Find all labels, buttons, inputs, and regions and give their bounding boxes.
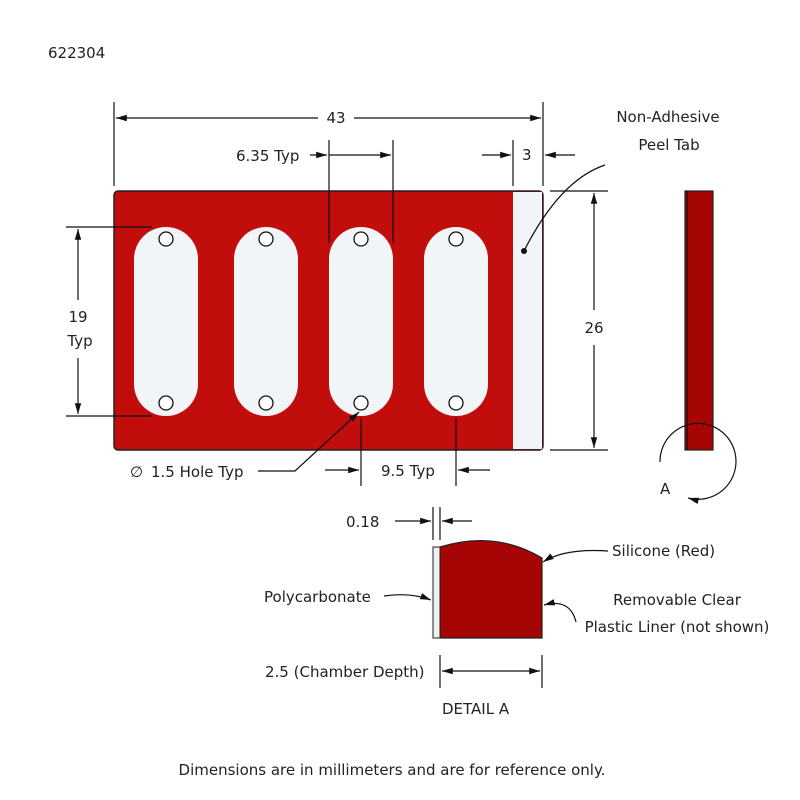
svg-text:Polycarbonate: Polycarbonate (264, 588, 371, 606)
svg-text:Peel Tab: Peel Tab (638, 136, 699, 154)
footer-note: Dimensions are in millimeters and are fo… (179, 761, 606, 779)
svg-text:Silicone (Red): Silicone (Red) (612, 542, 715, 560)
chamber-slide-top-view (113, 190, 544, 451)
dim-tab-width: 3 (482, 140, 575, 186)
dim-slot-length: 19 Typ (66, 226, 152, 417)
svg-text:9.5 Typ: 9.5 Typ (381, 462, 435, 480)
chamber-slot (134, 227, 198, 416)
part-number: 622304 (48, 44, 105, 62)
svg-text:A: A (660, 480, 671, 498)
dim-slot-width: 6.35 Typ (236, 140, 394, 243)
chamber-slot (329, 227, 393, 416)
side-view: A (659, 190, 737, 504)
chamber-slot (234, 227, 298, 416)
dim-overall-width: 43 (113, 102, 544, 186)
svg-text:6.35 Typ: 6.35 Typ (236, 147, 299, 165)
dim-pitch: 9.5 Typ (325, 418, 490, 486)
svg-text:3: 3 (522, 146, 532, 164)
peel-tab-callout: Non-Adhesive Peel Tab (521, 108, 720, 254)
svg-text:19: 19 (68, 308, 87, 326)
svg-text:1.5 Hole Typ: 1.5 Hole Typ (151, 463, 243, 481)
chamber-slot (424, 227, 488, 416)
diameter-icon: ∅ (130, 463, 143, 481)
peel-tab (513, 192, 542, 449)
svg-text:0.18: 0.18 (346, 513, 379, 531)
svg-text:Non-Adhesive: Non-Adhesive (616, 108, 719, 126)
hole-callout: ∅ 1.5 Hole Typ (130, 411, 360, 481)
dim-overall-height: 26 (550, 190, 608, 451)
svg-text:Typ: Typ (66, 332, 92, 350)
detail-a: 0.18 2.5 (Chamber Depth) DETAIL A Polyca… (264, 507, 769, 718)
svg-text:26: 26 (584, 319, 603, 337)
svg-text:43: 43 (326, 109, 345, 127)
svg-text:2.5 (Chamber Depth): 2.5 (Chamber Depth) (265, 663, 425, 681)
svg-text:DETAIL A: DETAIL A (442, 700, 510, 718)
chamber-slots (134, 227, 488, 416)
svg-text:Plastic Liner (not shown): Plastic Liner (not shown) (585, 618, 770, 636)
svg-text:Removable Clear: Removable Clear (613, 591, 742, 609)
holes (158, 231, 464, 411)
